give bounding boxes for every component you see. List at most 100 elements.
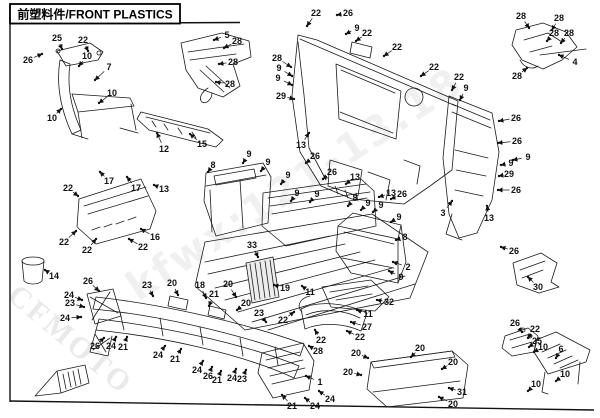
callout-label-9: 9 <box>276 63 281 73</box>
callout-label-28: 28 <box>554 13 564 23</box>
callout-label-9: 9 <box>525 152 530 162</box>
fastener-dot <box>497 119 501 123</box>
callout-label-22: 22 <box>59 237 69 247</box>
callout-label-20: 20 <box>448 357 458 367</box>
callout-label-28: 28 <box>232 36 242 46</box>
callout-label-24: 24 <box>227 373 237 383</box>
fastener-dot <box>290 74 294 78</box>
callout-label-26: 26 <box>310 151 320 161</box>
callout-leader <box>551 23 557 31</box>
callout-label-27: 27 <box>362 322 372 332</box>
callout-label-13: 13 <box>350 172 360 182</box>
callout-label-20: 20 <box>223 279 233 289</box>
fastener-dot <box>345 329 349 333</box>
callout-label-22: 22 <box>362 28 372 38</box>
callout-leader <box>218 60 227 66</box>
part-ribbed-floor-drawing <box>194 213 429 331</box>
fastener-dot <box>214 80 218 84</box>
callout-label-8: 8 <box>210 160 215 170</box>
fastener-dot <box>204 296 208 300</box>
callout-leader <box>231 289 237 298</box>
fastener-dot <box>382 54 386 58</box>
fastener-dot <box>125 175 129 179</box>
part-dash-panel-drawing <box>291 34 459 205</box>
fastener-dot <box>377 195 381 199</box>
callout-leader <box>128 238 138 245</box>
callout-label-22: 22 <box>530 324 540 334</box>
fastener-dot <box>409 355 413 359</box>
callout-label-10: 10 <box>538 342 548 352</box>
fastener-dot <box>74 229 78 233</box>
callout-leader <box>201 290 207 299</box>
callout-label-9: 9 <box>354 23 359 33</box>
callout-leader <box>68 230 77 238</box>
callout-leader <box>284 71 293 77</box>
fastener-dot <box>366 356 370 360</box>
fastener-dot <box>371 210 375 214</box>
callout-label-13: 13 <box>484 213 494 223</box>
callout-leader <box>527 276 534 283</box>
callout-label-9: 9 <box>396 212 401 222</box>
frame-bottom-border <box>9 400 595 411</box>
part-side-panel-3-drawing <box>442 95 500 241</box>
fastener-dot <box>93 78 97 82</box>
fastener-dot <box>151 294 155 298</box>
callout-label-22: 22 <box>78 35 88 45</box>
watermark-text: kfwx:121-13.18 <box>118 59 471 311</box>
callout-leader <box>451 82 457 91</box>
callout-leader <box>282 61 292 68</box>
fastener-dot <box>139 227 143 231</box>
fastener-dot <box>163 344 167 348</box>
fastener-dot <box>79 315 83 319</box>
callout-label-25: 25 <box>532 336 542 346</box>
fastener-dot <box>188 132 192 136</box>
fastener-dot <box>344 32 348 36</box>
callout-label-10: 10 <box>82 51 92 61</box>
callout-leader <box>71 314 82 320</box>
fastener-dot <box>303 396 307 400</box>
callout-label-22: 22 <box>392 42 402 52</box>
callout-label-28: 28 <box>228 57 238 67</box>
callout-label-13: 13 <box>296 140 306 150</box>
callout-leader <box>189 133 198 141</box>
callout-label-4: 4 <box>572 57 577 67</box>
callout-label-20: 20 <box>351 348 361 358</box>
callout-label-17: 17 <box>104 176 114 186</box>
fastener-dot <box>289 65 293 69</box>
callout-label-10: 10 <box>107 88 117 98</box>
callout-leader <box>213 36 222 41</box>
callout-leader <box>497 140 511 146</box>
fastener-dot <box>97 101 101 105</box>
part-box-2-drawing <box>335 212 407 284</box>
callout-label-20: 20 <box>415 343 425 353</box>
callout-leader <box>215 80 224 86</box>
part-bracket-30-drawing <box>512 252 560 294</box>
callout-label-9: 9 <box>285 170 290 180</box>
callout-leader <box>76 303 85 309</box>
callout-leader <box>438 396 448 402</box>
fastener-dot <box>217 62 221 66</box>
callout-label-16: 16 <box>150 232 160 242</box>
callout-leader <box>126 176 133 184</box>
fastener-dot <box>557 53 561 57</box>
part-bumper-assembly-drawing <box>86 288 305 379</box>
callout-label-24: 24 <box>60 313 70 323</box>
callout-label-8: 8 <box>352 193 357 203</box>
part-plate-19-drawing <box>245 256 280 304</box>
fastener-dot <box>292 97 296 101</box>
fastener-dot <box>152 183 156 187</box>
fastener-dot <box>527 345 531 349</box>
fastener-dot <box>387 269 391 273</box>
callout-leader <box>98 96 108 104</box>
callout-label-26: 26 <box>327 167 337 177</box>
fastener-dot <box>437 395 441 399</box>
callout-label-5: 5 <box>224 30 229 40</box>
fastener-dot <box>234 367 238 371</box>
fastener-dot <box>525 66 529 70</box>
callout-label-28: 28 <box>313 346 323 356</box>
callout-label-25: 25 <box>52 33 62 43</box>
callout-label-22: 22 <box>316 335 326 345</box>
fastener-dot <box>526 389 530 393</box>
callout-label-26: 26 <box>23 55 33 65</box>
